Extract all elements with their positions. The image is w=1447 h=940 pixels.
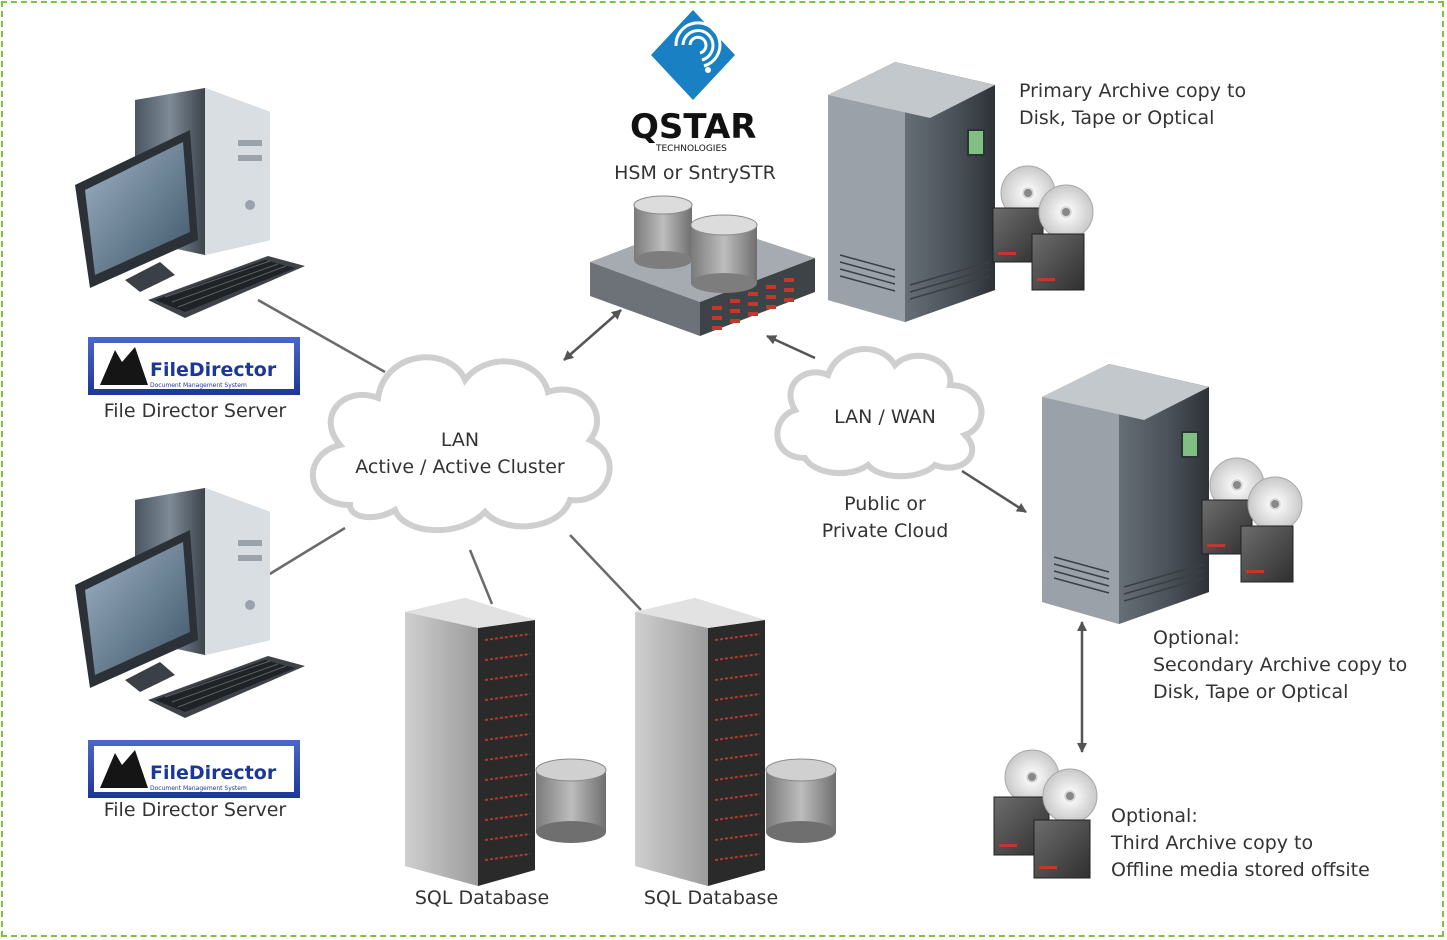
workstation-1-icon <box>75 88 305 318</box>
secondary-archive-label-line2: Secondary Archive copy to <box>1153 654 1408 676</box>
wan-cloud-label: LAN / WAN <box>834 406 936 428</box>
offline-media-icon <box>993 749 1098 879</box>
sql-db-2-label: SQL Database <box>643 887 779 909</box>
sql-rack-2-icon <box>635 598 837 886</box>
fd-logo-subtext-2: Document Management System <box>150 785 247 792</box>
primary-archive-server-icon <box>828 62 995 322</box>
sql-rack-1-icon <box>405 598 607 886</box>
primary-media-icon <box>992 165 1094 291</box>
workstation-2-icon <box>75 488 305 718</box>
secondary-media-icon <box>1201 457 1303 583</box>
qstar-logo-subtext: TECHNOLOGIES <box>655 144 727 154</box>
wan-cloud-icon <box>774 346 985 480</box>
qstar-label: HSM or SntrySTR <box>614 162 776 184</box>
third-archive-label-line3: Offline media stored offsite <box>1111 859 1370 881</box>
filedirector-logo-1: FileDirector Document Management System <box>88 337 300 395</box>
secondary-archive-label-line3: Disk, Tape or Optical <box>1153 681 1349 703</box>
fd-server-2-label: File Director Server <box>103 799 287 821</box>
primary-archive-label-line1: Primary Archive copy to <box>1019 80 1247 102</box>
secondary-archive-server-icon <box>1042 364 1209 624</box>
fd-logo-text-1: FileDirector <box>150 359 277 381</box>
qstar-logo-text: QSTAR <box>630 107 756 147</box>
wan-cloud-sub-line2: Private Cloud <box>821 520 949 542</box>
sql-db-1-label: SQL Database <box>414 887 550 909</box>
arrow-connectors <box>563 309 1087 753</box>
lan-cloud-label-line1: LAN <box>440 429 480 451</box>
third-archive-label-line1: Optional: <box>1111 805 1198 827</box>
fd-logo-text-2: FileDirector <box>150 762 277 784</box>
qstar-logo: QSTAR TECHNOLOGIES <box>630 10 756 154</box>
hsm-storage-appliance-icon <box>590 195 815 336</box>
filedirector-logo-2: FileDirector Document Management System <box>88 740 300 798</box>
connector-lines <box>257 298 642 611</box>
lan-cloud-icon <box>310 354 613 534</box>
lan-cloud-label-line2: Active / Active Cluster <box>355 456 565 478</box>
fd-logo-subtext-1: Document Management System <box>150 382 247 389</box>
secondary-archive-label-line1: Optional: <box>1153 627 1240 649</box>
fd-server-1-label: File Director Server <box>103 400 287 422</box>
primary-archive-label-line2: Disk, Tape or Optical <box>1019 107 1215 129</box>
third-archive-label-line2: Third Archive copy to <box>1111 832 1314 854</box>
wan-cloud-sub-line1: Public or <box>844 493 926 515</box>
